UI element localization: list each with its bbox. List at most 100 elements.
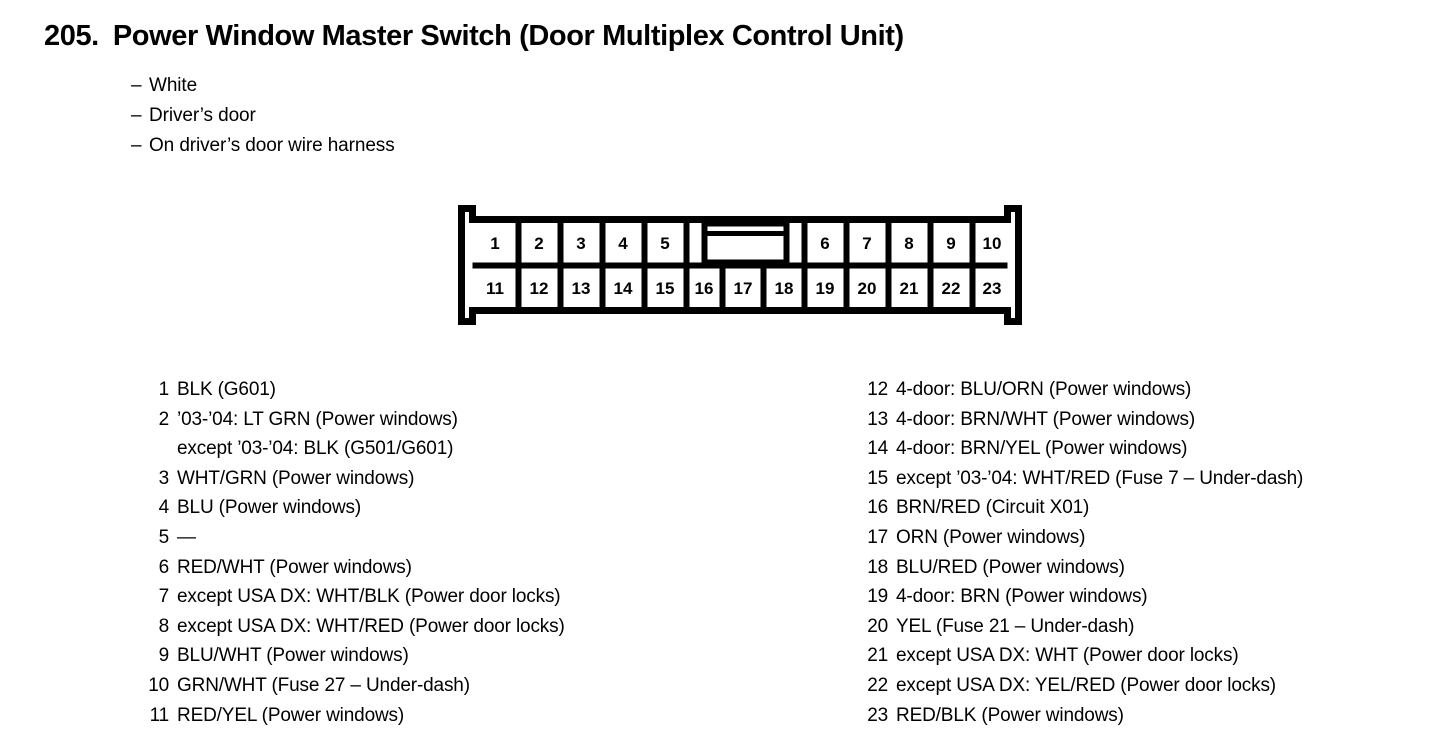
pin-number: 2 xyxy=(158,408,170,430)
connector-key-slot xyxy=(701,220,790,266)
pin-number: 10 xyxy=(148,674,169,696)
pin-number: 6 xyxy=(158,556,170,578)
dash-icon: – xyxy=(131,75,142,96)
pin-wire-description: ORN (Power windows) xyxy=(896,526,1086,548)
pin-number: 12 xyxy=(867,379,888,400)
list-item-label: On driver’s door wire harness xyxy=(149,135,395,156)
pin-description-row: 1 BLK (G601) xyxy=(143,375,565,405)
pin-number: 21 xyxy=(867,645,888,667)
pin-number: 15 xyxy=(867,467,888,489)
list-item-label: White xyxy=(149,75,198,96)
pin-description-row: 10 GRN/WHT (Fuse 27 – Under-dash) xyxy=(143,671,565,701)
pin-number: 20 xyxy=(867,615,888,637)
pin-wire-description: ’03-’04: LT GRN (Power windows) xyxy=(177,408,458,430)
pin-number: 9 xyxy=(158,645,170,667)
pin-description-row: 21 except USA DX: WHT (Power door locks) xyxy=(862,641,1303,671)
connector-pin-13: 13 xyxy=(572,279,591,298)
pin-number: 1 xyxy=(158,379,170,400)
pin-description-row: 20 YEL (Fuse 21 – Under-dash) xyxy=(862,612,1303,642)
connector-pin-10: 10 xyxy=(983,234,1002,253)
list-item: – White xyxy=(131,71,395,101)
pin-wire-description: BLU (Power windows) xyxy=(177,497,362,519)
pin-number: 23 xyxy=(867,704,888,726)
connector-pin-20: 20 xyxy=(858,279,877,298)
pin-description-row: 13 4-door: BRN/WHT (Power windows) xyxy=(862,405,1303,435)
pin-description-row: 23 RED/BLK (Power windows) xyxy=(862,701,1303,731)
connector-pin-22: 22 xyxy=(942,279,961,298)
pin-number: 14 xyxy=(867,438,888,460)
pin-description-row: 5— xyxy=(143,523,565,553)
connector-svg: 1 2 3 4 5 6 7 8 9 10 11 12 13 14 15 16 1… xyxy=(458,205,1022,325)
pin-description-row: 2 ’03-’04: LT GRN (Power windows) xyxy=(143,405,565,435)
pin-wire-description: YEL (Fuse 21 – Under-dash) xyxy=(896,615,1135,637)
pin-wire-description: GRN/WHT (Fuse 27 – Under-dash) xyxy=(177,674,470,696)
connector-pin-8: 8 xyxy=(904,234,913,253)
list-item: – On driver’s door wire harness xyxy=(131,131,395,161)
pin-wire-description: BLU/RED (Power windows) xyxy=(896,556,1125,578)
list-item: – Driver’s door xyxy=(131,101,395,131)
connector-pin-4: 4 xyxy=(618,234,628,253)
pin-number: 8 xyxy=(158,615,170,637)
pin-wire-description: 4-door: BRN/WHT (Power windows) xyxy=(896,408,1196,430)
pin-description-row: 3 WHT/GRN (Power windows) xyxy=(143,464,565,494)
section-number: 205. xyxy=(44,20,99,52)
pin-number: 5 xyxy=(158,526,170,548)
pin-wire-description: 4-door: BRN/YEL (Power windows) xyxy=(896,438,1188,460)
connector-pin-7: 7 xyxy=(862,234,871,253)
pin-wire-description: except USA DX: YEL/RED (Power door locks… xyxy=(896,674,1276,696)
pin-wire-description: BLU/WHT (Power windows) xyxy=(177,645,409,667)
pin-number: 7 xyxy=(158,586,170,608)
pin-description-row: 15 except ’03-’04: WHT/RED (Fuse 7 – Unde… xyxy=(862,464,1303,494)
pin-wire-description: except ’03-’04: BLK (G501/G601) xyxy=(177,438,454,460)
connector-pin-17: 17 xyxy=(734,279,753,298)
dash-icon: – xyxy=(131,105,142,126)
page-header: 205. Power Window Master Switch (Door Mu… xyxy=(44,20,904,53)
pin-wire-description: except USA DX: WHT/RED (Power door locks… xyxy=(177,615,565,637)
pin-wire-description: RED/BLK (Power windows) xyxy=(896,704,1124,726)
pin-number: 13 xyxy=(867,408,888,430)
connector-attributes-list: – White – Driver’s door – On driver’s do… xyxy=(131,71,395,161)
pin-number: 22 xyxy=(867,674,888,696)
pin-number: 3 xyxy=(158,467,170,489)
pin-description-row: 8 except USA DX: WHT/RED (Power door lock… xyxy=(143,612,565,642)
connector-pin-23: 23 xyxy=(983,279,1002,298)
pin-description-row: 4 BLU (Power windows) xyxy=(143,493,565,523)
connector-pin-16: 16 xyxy=(695,279,714,298)
connector-pin-21: 21 xyxy=(900,279,919,298)
pin-description-row: except ’03-’04: BLK (G501/G601) xyxy=(143,434,565,464)
connector-pin-2: 2 xyxy=(534,234,543,253)
pin-number: 4 xyxy=(158,497,170,519)
pin-wire-description: BLK (G601) xyxy=(177,379,276,400)
connector-pin-19: 19 xyxy=(816,279,835,298)
pin-wire-description: RED/WHT (Power windows) xyxy=(177,556,412,578)
connector-pin-15: 15 xyxy=(656,279,675,298)
pin-wire-description: WHT/GRN (Power windows) xyxy=(177,467,415,489)
pin-wire-description: except ’03-’04: WHT/RED (Fuse 7 – Under-… xyxy=(896,467,1304,489)
pin-description-row: 12 4-door: BLU/ORN (Power windows) xyxy=(862,375,1303,405)
pin-description-row: 22 except USA DX: YEL/RED (Power door loc… xyxy=(862,671,1303,701)
pin-wire-description: 4-door: BLU/ORN (Power windows) xyxy=(896,379,1192,400)
pin-description-list-left: 1 BLK (G601) 2 ’03-’04: LT GRN (Power windo… xyxy=(143,375,565,730)
list-item-label: Driver’s door xyxy=(149,105,256,126)
pin-wire-description: — xyxy=(177,526,196,548)
connector-pin-6: 6 xyxy=(820,234,829,253)
connector-pin-9: 9 xyxy=(946,234,955,253)
pin-number: 17 xyxy=(867,526,888,548)
connector-pin-1: 1 xyxy=(490,234,499,253)
dash-icon: – xyxy=(131,135,142,156)
connector-outline xyxy=(458,205,1022,325)
pin-description-row: 9 BLU/WHT (Power windows) xyxy=(143,641,565,671)
pin-wire-description: except USA DX: WHT/BLK (Power door locks… xyxy=(177,586,561,608)
pin-number: 16 xyxy=(867,497,888,519)
page-title: Power Window Master Switch (Door Multipl… xyxy=(112,20,904,52)
pin-wire-description: except USA DX: WHT (Power door locks) xyxy=(896,645,1239,667)
connector-pin-12: 12 xyxy=(530,279,549,298)
pin-wire-description: RED/YEL (Power windows) xyxy=(177,704,405,726)
pin-description-list-right: 12 4-door: BLU/ORN (Power windows) 13 4-doo… xyxy=(862,375,1303,730)
pin-description-row: 7 except USA DX: WHT/BLK (Power door lock… xyxy=(143,582,565,612)
pin-description-row: 6 RED/WHT (Power windows) xyxy=(143,553,565,583)
